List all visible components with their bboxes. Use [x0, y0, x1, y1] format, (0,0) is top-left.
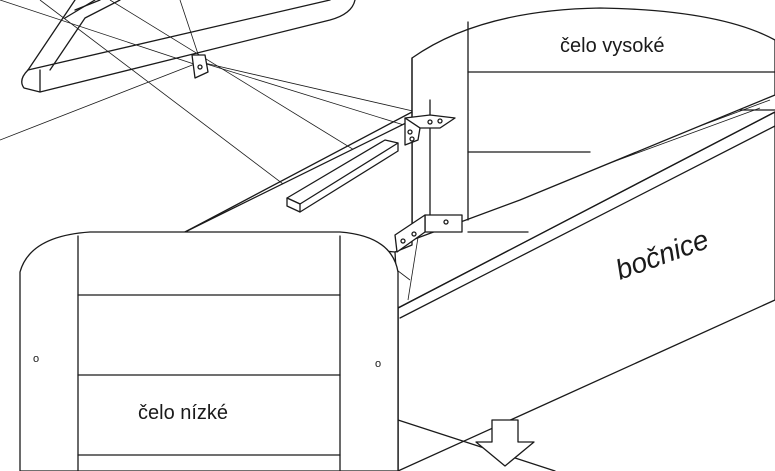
headboard-low	[19, 231, 399, 471]
label-headboard-high: čelo vysoké	[560, 35, 665, 57]
label-headboard-low: čelo nízké	[138, 402, 228, 424]
hole-mark-left: o	[33, 353, 39, 365]
upper-bracket	[191, 54, 209, 79]
headboard-high	[411, 7, 775, 241]
down-arrow-icon	[475, 419, 535, 467]
corner-bracket-bottom	[394, 214, 463, 253]
hole-mark-right: o	[375, 358, 381, 370]
slat-bar	[286, 139, 399, 213]
upper-frame-part	[21, 0, 356, 93]
corner-bracket-top	[404, 114, 456, 146]
